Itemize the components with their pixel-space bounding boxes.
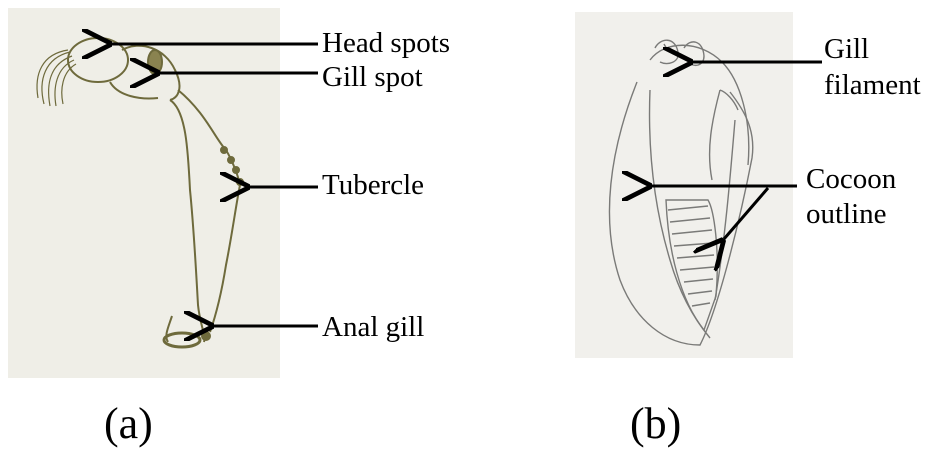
- label-tubercle: Tubercle: [322, 170, 424, 202]
- pupa-sketch: [609, 40, 752, 345]
- caption-b: (b): [630, 398, 681, 449]
- gill-spot-mark: [148, 50, 162, 74]
- label-cocoon-outline-line2: outline: [806, 199, 887, 231]
- label-anal-gill: Anal gill: [322, 312, 424, 344]
- larva-body-left: [170, 100, 204, 342]
- larva-mouth-brush: [37, 50, 76, 106]
- label-cocoon-outline-line1: Cocoon: [806, 164, 896, 196]
- larva-sketch: [37, 38, 243, 347]
- caption-a: (a): [104, 398, 153, 449]
- anal-gill-mark: [164, 333, 200, 347]
- arrow-cocoon-outline-2: [724, 188, 768, 239]
- arrows-panel-a: [112, 44, 318, 326]
- tubercle-mark: [237, 179, 243, 185]
- label-gill-spot: Gill spot: [322, 62, 423, 94]
- cocoon-outer: [609, 82, 752, 345]
- label-gill-filament-line1: Gill: [824, 34, 869, 66]
- label-gill-filament-line2: filament: [824, 70, 921, 102]
- larva-body-right: [178, 90, 240, 332]
- label-head-spots: Head spots: [322, 28, 450, 60]
- pupa-segments: [668, 206, 714, 306]
- arrows-panel-b: [652, 62, 822, 239]
